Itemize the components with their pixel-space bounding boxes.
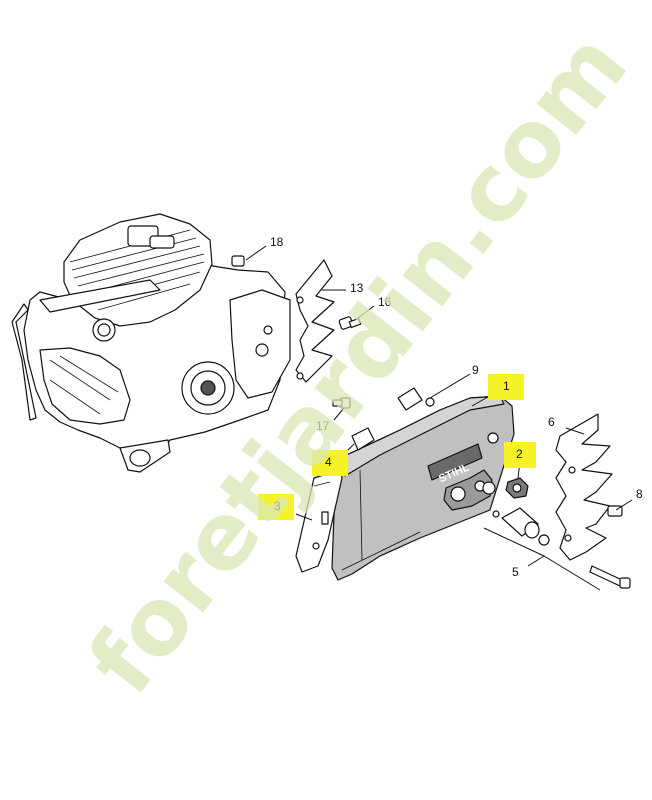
callout-1: 1 xyxy=(503,379,510,393)
callout-5: 5 xyxy=(512,565,519,579)
callout-18: 18 xyxy=(270,235,284,249)
callout-13: 13 xyxy=(350,281,364,295)
highlight-4 xyxy=(312,450,348,476)
bumper-spike-right xyxy=(555,413,613,561)
callout-2: 2 xyxy=(516,447,523,461)
chain-sprocket-cover xyxy=(331,395,515,581)
highlights xyxy=(258,374,536,520)
screw-17 xyxy=(332,397,351,409)
callout-3: 3 xyxy=(274,499,281,513)
highlight-1 xyxy=(488,374,524,400)
bumper-spike-left xyxy=(295,259,335,383)
callout-labels: 1 2 3 4 5 6 8 9 13 16 17 18 xyxy=(270,235,643,579)
long-bolt xyxy=(589,565,631,589)
engine-drawing xyxy=(11,213,291,473)
callout-4: 4 xyxy=(325,455,332,469)
highlight-2 xyxy=(504,442,536,468)
nut-2 xyxy=(505,477,529,499)
screw-18 xyxy=(231,255,245,267)
screw-16 xyxy=(338,316,362,330)
chain-tensioner-plate-3 xyxy=(295,469,343,573)
callout-9: 9 xyxy=(472,363,479,377)
callout-8: 8 xyxy=(636,487,643,501)
callout-17: 17 xyxy=(316,419,330,433)
sleeve-5 xyxy=(492,507,550,546)
highlight-3 xyxy=(258,494,294,520)
callout-16: 16 xyxy=(378,295,392,309)
callout-6: 6 xyxy=(548,415,555,429)
guide-plate-4 xyxy=(351,427,375,451)
